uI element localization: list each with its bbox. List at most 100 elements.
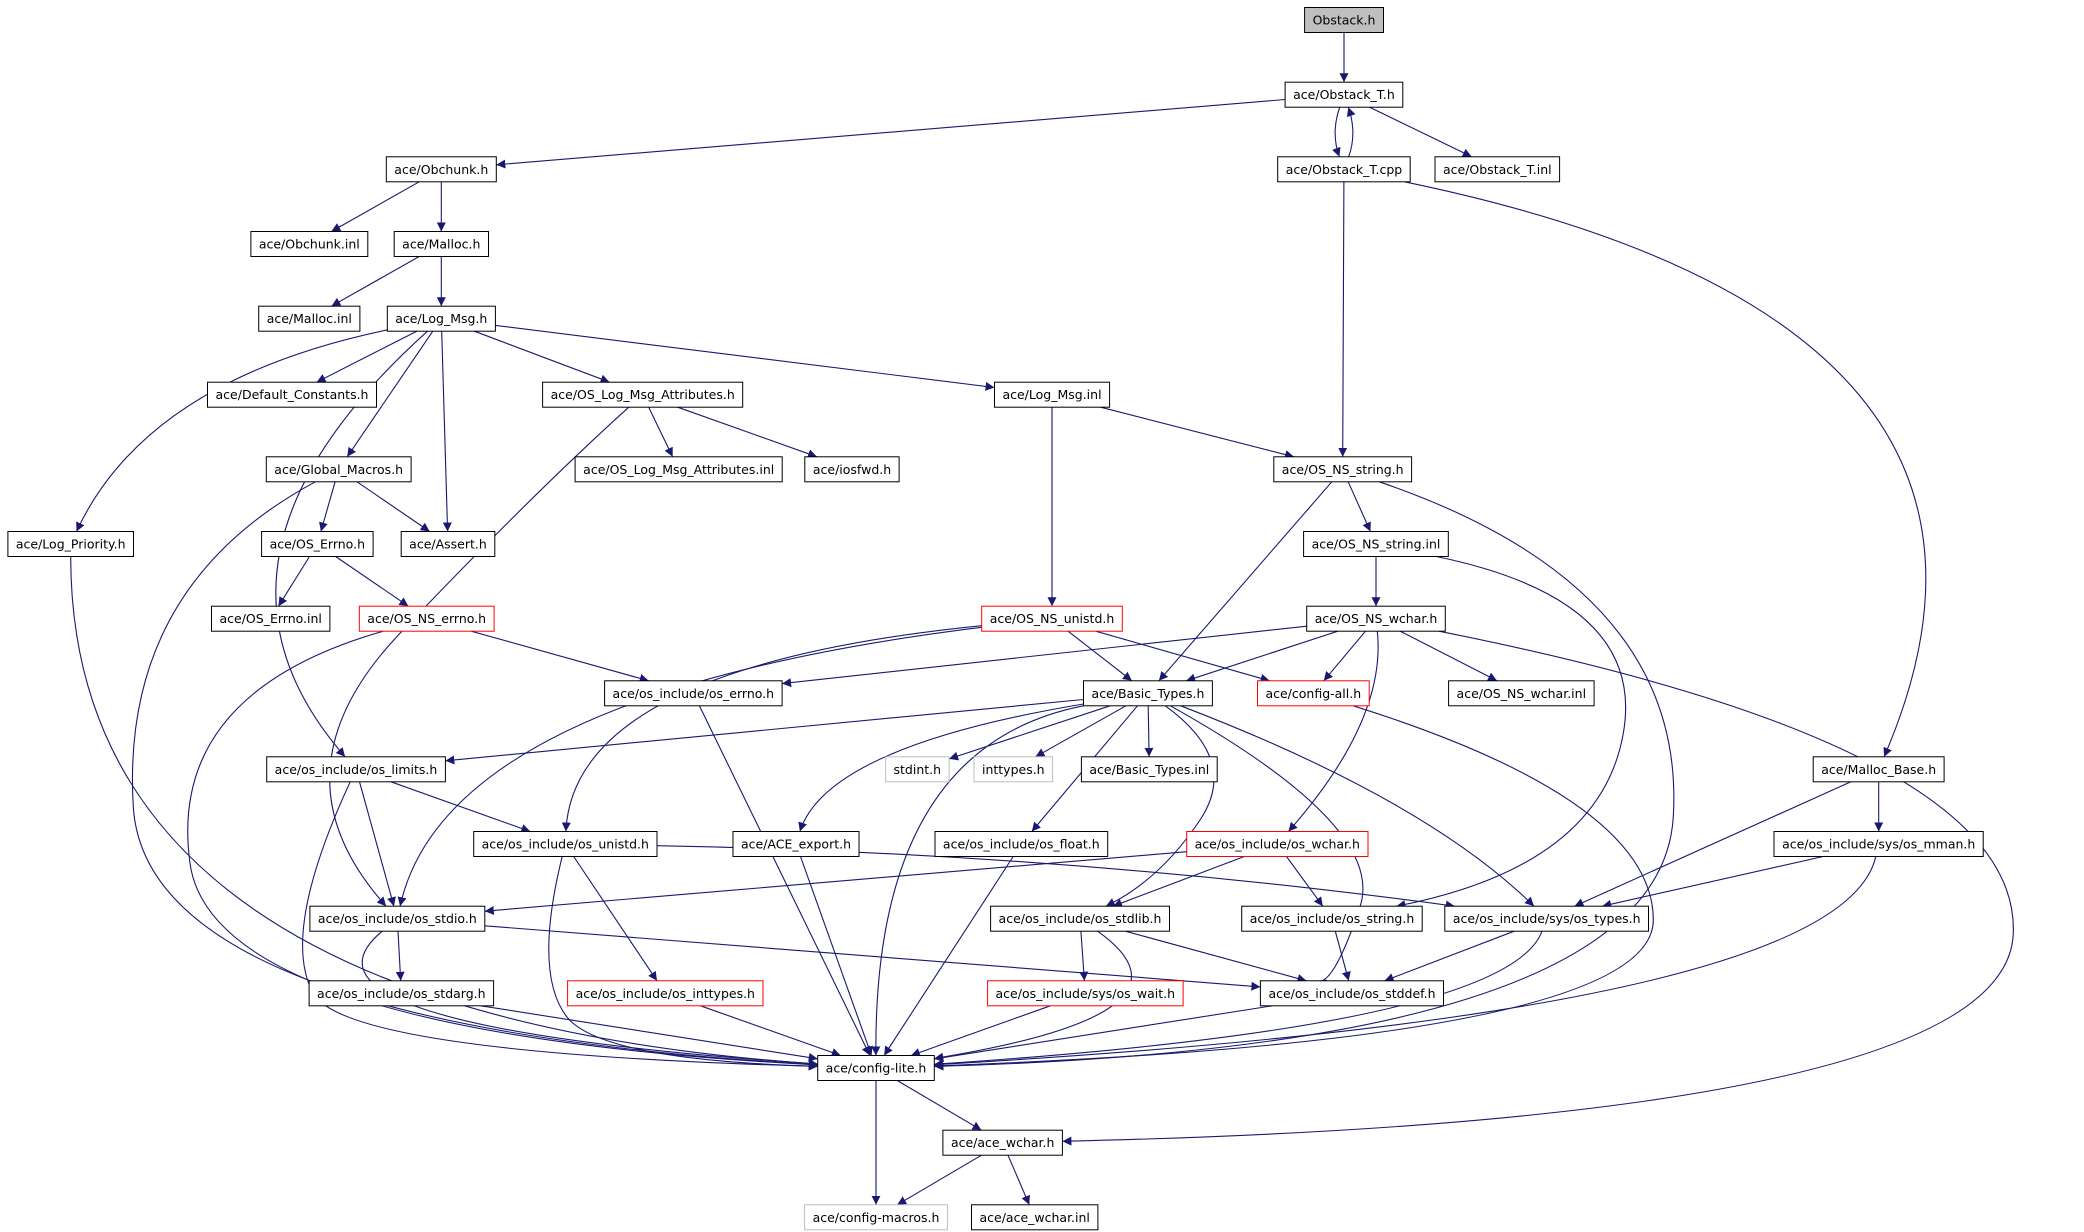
edge-osi_os_errno_h-to-config_lite_h	[698, 705, 871, 1056]
edge-obchunk_h-to-obchunk_inl	[331, 181, 420, 232]
node-basic-types-inl[interactable]: ace/Basic_Types.inl	[1080, 756, 1218, 783]
node-label: ace/os_include/os_errno.h	[613, 686, 775, 701]
edge-malloc_h-to-malloc_inl	[331, 256, 420, 307]
node-obstack-t-h[interactable]: ace/Obstack_T.h	[1284, 81, 1404, 108]
node-box	[1306, 605, 1446, 632]
edge-obstack_t_h-to-obchunk_h	[496, 98, 1286, 169]
node-inttypes-h[interactable]: inttypes.h	[973, 756, 1054, 783]
node-box	[207, 381, 377, 408]
node-box	[990, 905, 1170, 932]
node-log-priority-h[interactable]: ace/Log_Priority.h	[7, 531, 134, 557]
edge-log_msg_h-to-log_msg_inl	[495, 324, 995, 391]
node-ace-wchar-inl[interactable]: ace/ace_wchar.inl	[971, 1204, 1099, 1231]
node-osi-os-float-h[interactable]: ace/os_include/os_float.h	[934, 831, 1109, 857]
edge-obstack_t_h-to-obstack_t_inl	[1369, 106, 1472, 158]
node-os-ns-wchar-inl[interactable]: ace/OS_NS_wchar.inl	[1448, 680, 1595, 707]
node-label: ace/Obchunk.inl	[259, 237, 360, 252]
edge-basic_types_h-to-osi_os_stddef_h	[1170, 705, 1364, 989]
node-os-ns-unistd-h[interactable]: ace/OS_NS_unistd.h	[981, 605, 1123, 632]
edge-obstack_t_h-to-obstack_t_cpp	[1332, 107, 1341, 157]
node-osi-os-string-h[interactable]: ace/os_include/os_string.h	[1241, 905, 1423, 932]
edge-basic_types_h-to-inttypes_h	[1035, 705, 1127, 758]
edge-osi_os_stdarg_h-to-config_lite_h	[480, 1005, 818, 1062]
node-box	[393, 231, 490, 257]
edge-log_priority_h-to-config_lite_h	[70, 556, 818, 1068]
node-box	[981, 605, 1123, 632]
node-osi-sys-os-mman-h[interactable]: ace/os_include/sys/os_mman.h	[1773, 831, 1984, 857]
node-label: ace/Global_Macros.h	[274, 462, 403, 477]
node-os-log-msg-attr-inl[interactable]: ace/OS_Log_Msg_Attributes.inl	[574, 456, 783, 483]
node-iosfwd-h[interactable]: ace/iosfwd.h	[804, 456, 900, 483]
node-ace-wchar-h[interactable]: ace/ace_wchar.h	[942, 1129, 1063, 1156]
node-config-lite-h[interactable]: ace/config-lite.h	[817, 1055, 935, 1081]
node-global-macros-h[interactable]: ace/Global_Macros.h	[265, 456, 412, 483]
node-osi-os-stddef-h[interactable]: ace/os_include/os_stddef.h	[1259, 980, 1445, 1007]
node-malloc-inl[interactable]: ace/Malloc.inl	[258, 305, 361, 332]
node-box	[386, 305, 496, 332]
node-box	[604, 680, 783, 707]
node-osi-os-stdio-h[interactable]: ace/os_include/os_stdio.h	[309, 905, 486, 932]
node-config-macros-h[interactable]: ace/config-macros.h	[804, 1204, 948, 1231]
node-osi-os-errno-h[interactable]: ace/os_include/os_errno.h	[604, 680, 783, 707]
node-assert-h[interactable]: ace/Assert.h	[400, 531, 496, 557]
edge-log_msg_inl-to-os_ns_string_h	[1100, 406, 1295, 459]
edge-osi_os_stdlib_h-to-osi_sys_os_wait_h	[1079, 931, 1089, 981]
node-label: ace/OS_NS_unistd.h	[990, 611, 1115, 626]
node-os-ns-errno-h[interactable]: ace/OS_NS_errno.h	[358, 605, 495, 632]
node-osi-os-inttypes-h[interactable]: ace/os_include/os_inttypes.h	[567, 980, 764, 1007]
node-os-log-msg-attr-h[interactable]: ace/OS_Log_Msg_Attributes.h	[542, 381, 744, 408]
node-label: ace/config-lite.h	[826, 1061, 927, 1076]
edge-osi_os_unistd_h-to-osi_os_inttypes_h	[573, 856, 658, 982]
node-ace-export-h[interactable]: ace/ACE_export.h	[732, 831, 860, 857]
node-box	[1080, 756, 1218, 783]
edge-os_ns_string_h-to-config_lite_h	[934, 481, 1675, 1071]
edge-ace_export_h-to-config_lite_h	[799, 856, 873, 1056]
node-log-msg-h[interactable]: ace/Log_Msg.h	[386, 305, 496, 332]
node-os-errno-h[interactable]: ace/OS_Errno.h	[261, 531, 374, 557]
node-obstack-t-inl[interactable]: ace/Obstack_T.inl	[1434, 156, 1561, 183]
edge-config_all_h-to-config_lite_h	[934, 705, 1654, 1071]
node-obchunk-inl[interactable]: ace/Obchunk.inl	[250, 231, 369, 257]
edge-os_log_msg_attr_h-to-iosfwd_h	[677, 406, 818, 459]
node-log-msg-inl[interactable]: ace/Log_Msg.inl	[994, 381, 1111, 408]
edge-osi_os_limits_h-to-osi_os_stdio_h	[358, 781, 396, 907]
node-os-ns-string-inl[interactable]: ace/OS_NS_string.inl	[1303, 531, 1449, 557]
node-obstack-t-cpp[interactable]: ace/Obstack_T.cpp	[1277, 156, 1411, 183]
node-osi-os-wchar-h[interactable]: ace/os_include/os_wchar.h	[1186, 831, 1369, 857]
edge-ace_wchar_h-to-ace_wchar_inl	[1007, 1154, 1030, 1206]
edge-os_ns_wchar_h-to-osi_os_errno_h	[782, 625, 1307, 688]
node-label: ace/OS_Log_Msg_Attributes.h	[551, 387, 735, 402]
node-obstack-h[interactable]: Obstack.h	[1304, 7, 1384, 33]
edge-global_macros_h-to-config_lite_h	[131, 481, 818, 1069]
node-osi-os-stdarg-h[interactable]: ace/os_include/os_stdarg.h	[308, 980, 495, 1007]
node-obchunk-h[interactable]: ace/Obchunk.h	[385, 156, 497, 183]
node-label: ace/Obstack_T.h	[1293, 87, 1395, 102]
node-label: ace/Obstack_T.inl	[1443, 162, 1552, 177]
node-box	[971, 1204, 1099, 1231]
node-config-all-h[interactable]: ace/config-all.h	[1257, 680, 1370, 707]
edge-os_log_msg_attr_h-to-os_log_msg_attr_inl	[648, 406, 674, 458]
node-default-constants-h[interactable]: ace/Default_Constants.h	[207, 381, 377, 408]
node-box	[732, 831, 860, 857]
edge-log_msg_h-to-default_constants_h	[316, 330, 418, 383]
node-label: ace/Log_Msg.inl	[1002, 387, 1101, 402]
node-os-ns-string-h[interactable]: ace/OS_NS_string.h	[1273, 456, 1413, 483]
node-os-ns-wchar-h[interactable]: ace/OS_NS_wchar.h	[1306, 605, 1446, 632]
edge-osi_os_float_h-to-config_lite_h	[883, 856, 1014, 1056]
node-label: ace/ace_wchar.inl	[979, 1210, 1089, 1225]
node-osi-os-unistd-h[interactable]: ace/os_include/os_unistd.h	[473, 831, 658, 857]
edge-basic_types_h-to-config_lite_h	[871, 705, 1084, 1056]
node-osi-os-stdlib-h[interactable]: ace/os_include/os_stdlib.h	[990, 905, 1170, 932]
node-basic-types-h[interactable]: ace/Basic_Types.h	[1083, 680, 1213, 707]
node-box	[574, 456, 783, 483]
node-malloc-base-h[interactable]: ace/Malloc_Base.h	[1812, 756, 1945, 783]
node-osi-os-limits-h[interactable]: ace/os_include/os_limits.h	[266, 756, 446, 783]
node-box	[1773, 831, 1984, 857]
edge-basic_types_h-to-stdint_h	[948, 705, 1111, 761]
node-os-errno-inl[interactable]: ace/OS_Errno.inl	[211, 605, 331, 632]
node-stdint-h[interactable]: stdint.h	[885, 756, 950, 783]
edge-config_lite_h-to-ace_wchar_h	[896, 1080, 982, 1131]
node-malloc-h[interactable]: ace/Malloc.h	[393, 231, 490, 257]
node-osi-sys-os-wait-h[interactable]: ace/os_include/sys/os_wait.h	[987, 980, 1184, 1007]
node-osi-sys-os-types-h[interactable]: ace/os_include/sys/os_types.h	[1444, 905, 1650, 932]
